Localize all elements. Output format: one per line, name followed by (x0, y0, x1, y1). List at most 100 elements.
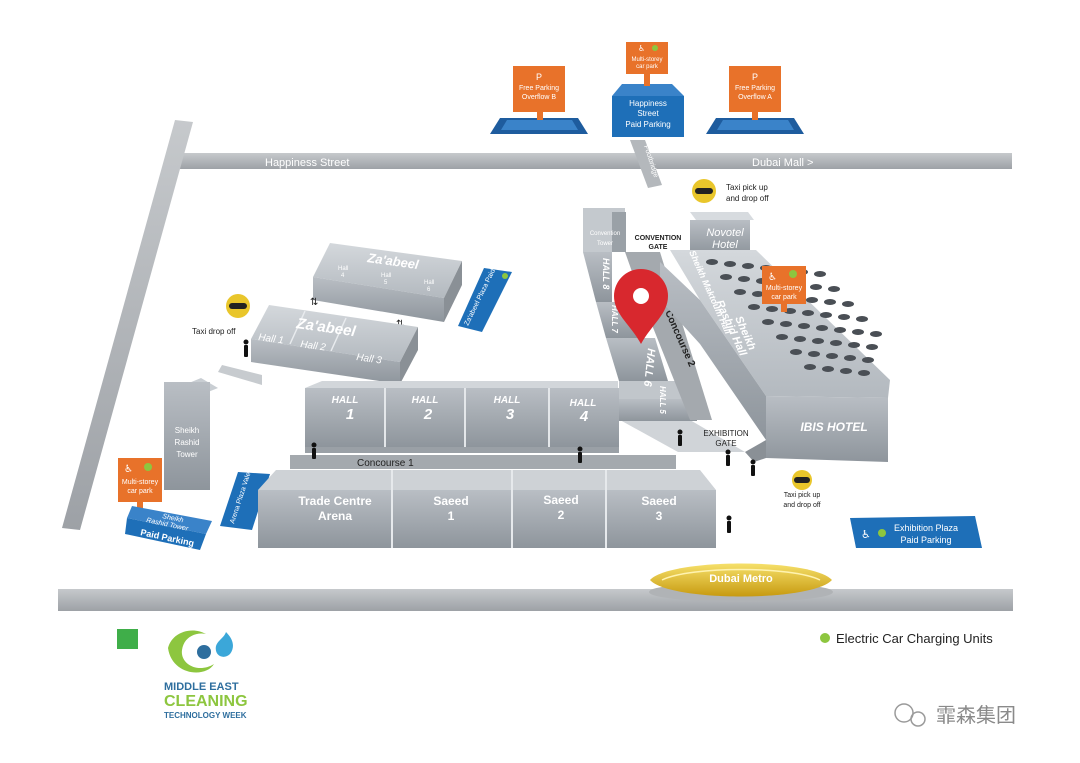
multistorey-car-park-right[interactable]: ♿ Multi-storey car park (762, 266, 806, 312)
location-pin-icon[interactable] (614, 269, 668, 344)
parked-car-icon (724, 261, 736, 267)
hall-5[interactable]: HALL 5 (619, 381, 697, 421)
hall-2[interactable]: HALL 2 (412, 395, 439, 423)
hall6-label: HALL 6 (641, 348, 657, 388)
pedestrian-icon (726, 515, 732, 533)
parked-car-icon (742, 263, 754, 269)
saeed1-num: 1 (448, 509, 455, 523)
zaabeel-top-title: Za'abeel (366, 250, 420, 272)
exhibition-gate-line1: EXHIBITION (703, 429, 749, 438)
charging-dot (878, 529, 886, 537)
dubai-metro-station[interactable]: Dubai Metro (649, 563, 833, 603)
parked-car-icon (824, 299, 836, 305)
free-parking-a-line1: Free Parking (735, 85, 775, 92)
ibis-hotel-label: IBIS HOTEL (800, 420, 867, 434)
hall4-num: 4 (579, 408, 589, 425)
free-parking-a[interactable]: P Free Parking Overflow A (706, 66, 804, 134)
hall-4[interactable]: HALL 4 (570, 398, 597, 425)
parked-car-icon (812, 338, 824, 344)
accessible-icon: ♿ (768, 272, 777, 283)
saeed-2[interactable]: Saeed 2 (543, 493, 578, 522)
saeed3-label: Saeed (641, 494, 676, 508)
trade-centre-line1: Trade Centre (298, 494, 372, 508)
taxi-top-line1: Taxi pick up (726, 183, 768, 192)
happiness-sign-line1: Multi-storey (631, 57, 662, 63)
hall-6[interactable]: HALL 6 (606, 338, 668, 388)
dubai-metro-label: Dubai Metro (709, 573, 773, 585)
parked-car-icon (794, 336, 806, 342)
pedestrian-icon (725, 449, 731, 466)
exhibition-plaza-parking[interactable]: ♿ Exhibition Plaza Paid Parking (850, 516, 982, 548)
hall4-small-num: 4 (341, 273, 345, 279)
saeed-1[interactable]: Saeed 1 (433, 494, 468, 523)
pedestrian-icon (677, 429, 683, 446)
happiness-street-road (170, 153, 1012, 169)
saeed2-num: 2 (558, 508, 565, 522)
dubai-mall-label: Dubai Mall > (752, 157, 813, 169)
hall5-label: HALL 5 (658, 386, 667, 414)
zaabeel-plaza-parking[interactable]: Za'abeel Plaza Paid Parking (458, 245, 512, 332)
sheikh-rashid-tower-parking[interactable]: Sheikh Rashid Tower Paid Parking (125, 506, 212, 550)
happiness-street-parking[interactable]: ♿ Multi-storey car park Happiness Street… (612, 42, 684, 137)
zaabeel-halls-4-6[interactable]: Za'abeel Hall 4 Hall 5 Hall 6 (313, 243, 462, 322)
convention-tower-line2: Tower (597, 241, 613, 247)
hall3-num: 3 (506, 406, 515, 423)
parked-car-icon (706, 259, 718, 265)
zaabeel-halls-1-3[interactable]: Za'abeel Hall 1 Hall 2 Hall 3 (251, 305, 418, 384)
parked-car-icon (798, 323, 810, 329)
sheikh-rashid-tower[interactable]: Sheikh Rashid Tower (164, 378, 218, 490)
tower-line1: Sheikh (175, 426, 199, 435)
south-halls (258, 470, 716, 548)
logo-drop (215, 632, 233, 657)
taxi-pickup-top: Taxi pick up and drop off (692, 179, 769, 203)
zaabeel-hall2-label: Hall 2 (300, 339, 327, 354)
parked-car-icon (826, 353, 838, 359)
charging-dot (144, 463, 152, 471)
taxi-bottom-line1: Taxi pick up (784, 492, 821, 499)
hall-8[interactable]: HALL 8 (583, 252, 612, 302)
msc-left-line1: Multi-storey (122, 479, 159, 486)
hall5-small-label: Hall (381, 273, 391, 279)
mect-logo: MIDDLE EAST CLEANING TECHNOLOGY WEEK (164, 630, 248, 720)
free-parking-a-line2: Overflow A (738, 94, 772, 101)
trade-centre-arena[interactable]: Trade Centre Arena (298, 494, 372, 523)
hall2-num: 2 (423, 406, 433, 423)
parked-car-icon (870, 331, 882, 337)
chat-icon (910, 711, 926, 727)
free-parking-b[interactable]: P Free Parking Overflow B (490, 66, 588, 134)
hall1-label: HALL (332, 395, 359, 406)
convention-tower[interactable]: Convention Tower (583, 208, 626, 252)
saeed-3[interactable]: Saeed 3 (641, 494, 676, 523)
multistorey-car-park-left[interactable]: ♿ Multi-storey car park (118, 458, 162, 510)
roads (58, 120, 1013, 611)
concourse-1-label: Concourse 1 (357, 458, 414, 469)
hall2-label: HALL (412, 395, 439, 406)
parked-car-icon (822, 366, 834, 372)
saeed1-label: Saeed (433, 494, 468, 508)
parked-car-icon (848, 342, 860, 348)
hall5-small-num: 5 (384, 280, 388, 286)
charging-dot (502, 273, 508, 279)
footbridge (630, 140, 662, 188)
novotel-hotel[interactable]: Novotel Hotel (690, 212, 754, 254)
zaabeel-hall3-label: Hall 3 (356, 352, 383, 367)
taxi-drop-off-left: Taxi drop off (192, 294, 250, 336)
hall-3[interactable]: HALL 3 (494, 395, 521, 423)
sheikh-halls-complex[interactable] (660, 250, 890, 462)
car-icon (794, 477, 810, 483)
convention-gate-line2: GATE (649, 244, 668, 251)
parked-car-icon (720, 274, 732, 280)
hall-1[interactable]: HALL 1 (332, 395, 359, 423)
convention-tower-line1: Convention (590, 231, 620, 237)
parked-car-icon (808, 351, 820, 357)
parked-car-icon (802, 310, 814, 316)
taxi-pickup-bottom: Taxi pick up and drop off (783, 470, 821, 509)
parked-car-icon (852, 329, 864, 335)
free-parking-b-p: P (536, 72, 542, 82)
exhibition-plaza-line2: Paid Parking (900, 535, 951, 545)
parked-car-icon (804, 364, 816, 370)
hall8-label: HALL 8 (601, 258, 611, 289)
happiness-street-label: Happiness Street (265, 157, 349, 169)
charging-dot (789, 270, 797, 278)
chat-icon (894, 703, 914, 723)
